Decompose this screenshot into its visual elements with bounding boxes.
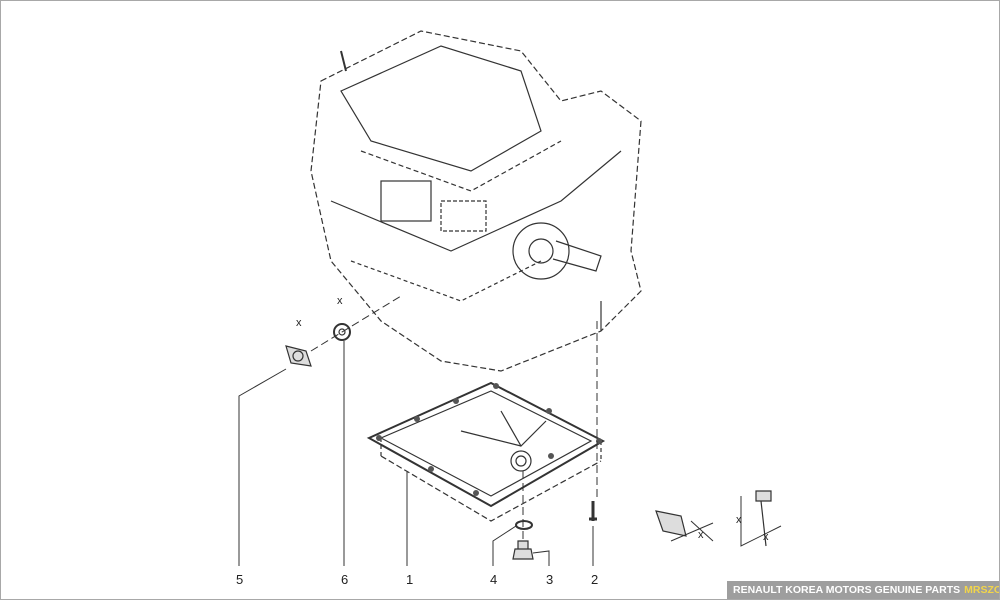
footer-watermark: RENAULT KOREA MOTORS GENUINE PARTS MRSZO…: [727, 581, 999, 599]
callout-1: 1: [406, 572, 414, 587]
dimension-x: x: [296, 317, 302, 329]
drain-plug: [512, 540, 534, 560]
callout-5: 5: [236, 572, 244, 587]
dimension-x: x: [736, 514, 742, 526]
callout-6: 6: [341, 572, 349, 587]
dimension-x: x: [698, 529, 704, 541]
plug-detail: [655, 510, 714, 542]
dimension-x: x: [763, 531, 769, 543]
callout-2: 2: [591, 572, 599, 587]
footer-text: RENAULT KOREA MOTORS GENUINE PARTS: [733, 584, 961, 596]
engine-block: [310, 30, 642, 372]
sensor: [285, 345, 312, 367]
drain-plug-washer: [515, 520, 533, 530]
sealing-washer: [333, 323, 351, 341]
footer-brand: MRSZONE: [964, 584, 999, 596]
callout-4: 4: [490, 572, 498, 587]
dimension-x: x: [337, 295, 343, 307]
bolt: [589, 501, 597, 521]
bolt-detail: [740, 490, 782, 547]
callout-3: 3: [546, 572, 554, 587]
oil-pan: [366, 381, 606, 522]
